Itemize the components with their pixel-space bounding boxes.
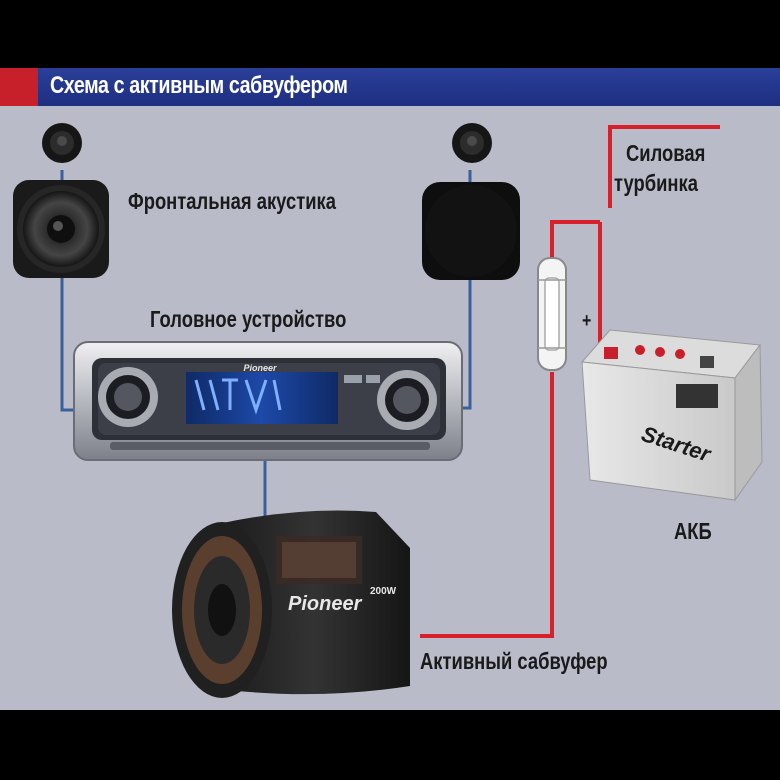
battery-label: АКБ <box>674 518 712 544</box>
subwoofer-label: Активный сабвуфер <box>420 648 608 674</box>
power-line-top <box>608 125 720 208</box>
head-unit-brand-logo: Pioneer <box>243 363 277 373</box>
title-band <box>38 68 780 106</box>
power-line-label-line1: Силовая <box>626 140 706 166</box>
title-accent <box>0 68 38 106</box>
title-bar: Схема с активным сабвуфером <box>0 68 780 106</box>
front-speakers-label: Фронтальная акустика <box>128 188 336 214</box>
battery: Starter <box>580 329 763 502</box>
head-unit-label: Головное устройство <box>150 306 347 332</box>
fuse-feed-wire <box>550 220 600 260</box>
diagram-title: Схема с активным сабвуфером <box>50 72 348 99</box>
power-line-label-line2: турбинка <box>614 170 698 196</box>
head-unit: Pioneer <box>73 341 463 461</box>
subwoofer-power-wire <box>420 372 554 638</box>
positive-terminal-sign: + <box>582 310 592 332</box>
right-midbass-speaker <box>422 182 520 280</box>
right-tweeter <box>452 123 492 163</box>
fuse-holder <box>537 257 567 371</box>
left-midbass-speaker <box>13 180 109 278</box>
subwoofer-brand-logo: Pioneer <box>288 593 363 615</box>
active-subwoofer: Pioneer 200W <box>172 510 410 698</box>
left-tweeter <box>42 123 82 163</box>
subwoofer-power-mark: 200W <box>370 586 397 597</box>
